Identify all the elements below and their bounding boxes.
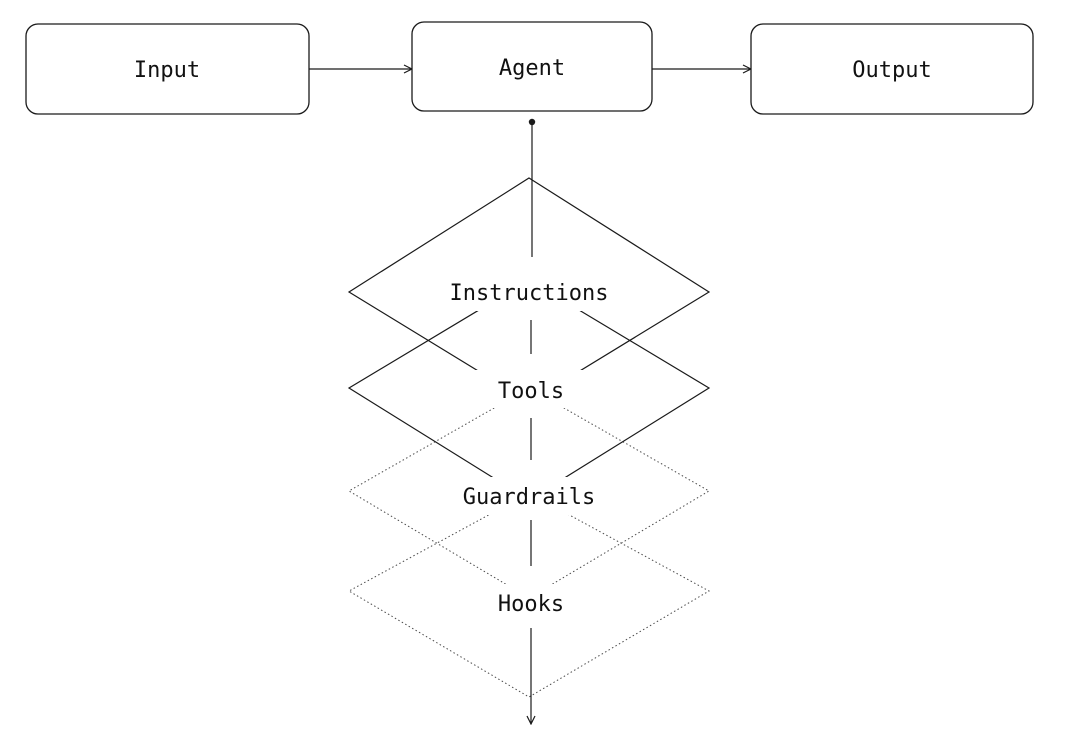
hooks-layer-label: Hooks: [498, 592, 564, 617]
hooks-layer-outline: [347, 492, 711, 698]
hooks-label-mask: [458, 584, 604, 622]
tools-layer-label: Tools: [498, 379, 564, 404]
guardrails-label-mask: [432, 477, 626, 515]
hooks-layer: [347, 492, 711, 698]
agent-node: Agent: [411, 21, 653, 112]
guardrails-layer-label: Guardrails: [463, 485, 595, 510]
tools-label-mask: [458, 370, 604, 408]
instructions-layer-label: Instructions: [450, 281, 609, 306]
output-node: Output: [750, 23, 1034, 115]
agent-node-label: Agent: [499, 56, 565, 81]
output-node-label: Output: [852, 58, 931, 83]
input-node: Input: [25, 23, 310, 115]
input-node-label: Input: [134, 58, 200, 83]
instructions-label-mask: [426, 273, 632, 311]
